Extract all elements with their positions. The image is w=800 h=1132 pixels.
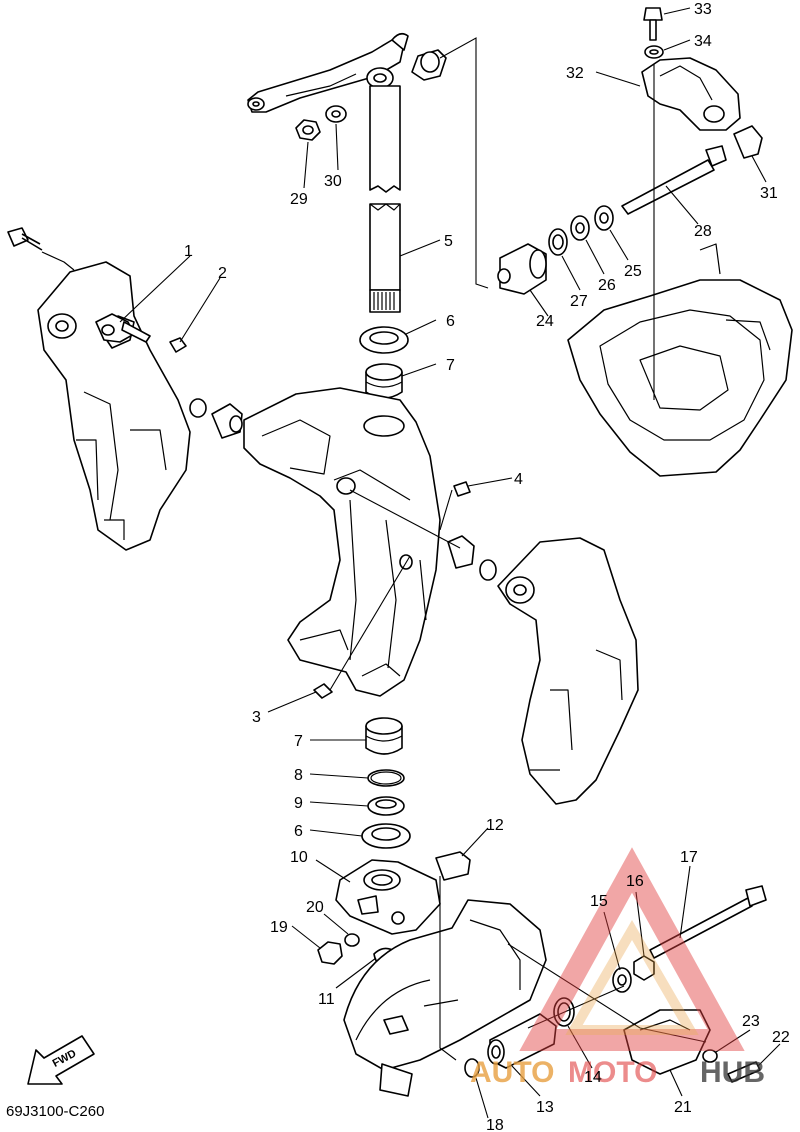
bolt-33: [643, 7, 663, 41]
callout-labels: 1 2 3 4 5 6 6 7 7 8 9 10 11 12 13 14 15 …: [184, 1, 790, 1132]
bushing-lower: [365, 717, 403, 755]
callout-21: 21: [674, 1099, 692, 1116]
grease-fitting: [189, 398, 243, 439]
swivel-bracket: [243, 387, 441, 697]
callout-5: 5: [444, 233, 453, 250]
callout-20: 20: [306, 899, 324, 916]
grease-fitting-right: [447, 535, 497, 581]
callout-30: 30: [324, 173, 342, 190]
callout-7: 7: [294, 733, 303, 750]
lower-mount-bracket: [335, 859, 441, 935]
washer-20: [344, 933, 360, 947]
watermark-logo: [519, 847, 745, 1051]
callout-29: 29: [290, 191, 308, 208]
nut-19: [317, 941, 343, 965]
washer: [325, 105, 347, 123]
callout-34: 34: [694, 33, 712, 50]
trim-sensor: [7, 227, 151, 343]
diagram-code: 69J3100-C260: [6, 1103, 104, 1120]
callout-12: 12: [486, 817, 504, 834]
bracket-21: [623, 1009, 711, 1075]
nut-23: [702, 1049, 718, 1063]
callout-28: 28: [694, 223, 712, 240]
clamp-bracket-right: [497, 537, 639, 805]
bushing-upper: [365, 363, 403, 399]
washer-34: [644, 45, 664, 59]
callout-14: 14: [584, 1069, 602, 1086]
callout-6: 6: [446, 313, 455, 330]
callout-6: 6: [294, 823, 303, 840]
nut: [295, 119, 321, 141]
callout-7: 7: [446, 357, 455, 374]
callout-4: 4: [514, 471, 523, 488]
callout-15: 15: [590, 893, 608, 910]
washer-18: [464, 1058, 480, 1078]
callout-1: 1: [184, 243, 193, 260]
callout-10: 10: [290, 849, 308, 866]
bushing-13: [487, 1013, 557, 1069]
screw-4: [453, 481, 471, 497]
callout-31: 31: [760, 185, 778, 202]
svg-text:HUB: HUB: [700, 1056, 765, 1089]
screw-3: [313, 683, 333, 699]
callout-3: 3: [252, 709, 261, 726]
steering-arm: [247, 32, 447, 113]
o-ring: [367, 769, 405, 787]
engine-mount: [567, 243, 793, 477]
screw: [169, 337, 187, 353]
callout-19: 19: [270, 919, 288, 936]
bolt-17: [649, 885, 767, 959]
callout-33: 33: [694, 1, 712, 18]
tilt-pin-bracket: [641, 57, 741, 131]
callout-2: 2: [218, 265, 227, 282]
callout-13: 13: [536, 1099, 554, 1116]
callout-8: 8: [294, 767, 303, 784]
callout-11: 11: [318, 991, 335, 1008]
steering-shaft: [369, 85, 401, 313]
callout-16: 16: [626, 873, 644, 890]
washer-25: [594, 205, 614, 231]
tilt-shaft: [621, 145, 727, 215]
callout-27: 27: [570, 293, 588, 310]
callout-26: 26: [598, 277, 616, 294]
callout-23: 23: [742, 1013, 760, 1030]
collar-31: [733, 125, 763, 159]
washer-26: [570, 215, 590, 241]
lower-casing: [343, 899, 547, 1097]
callout-18: 18: [486, 1117, 504, 1132]
watermark-text: AUTO MOTO HUB: [470, 1056, 765, 1089]
bolt-22: [727, 1061, 761, 1083]
washer-9: [367, 796, 405, 816]
clip-12: [435, 851, 471, 881]
leader-lines: [119, 7, 781, 1119]
thrust-washer-lower: [361, 823, 411, 849]
callout-25: 25: [624, 263, 642, 280]
clamp-bracket-left: [37, 261, 191, 551]
svg-text:MOTO: MOTO: [568, 1056, 657, 1089]
washer-27: [548, 228, 568, 256]
bushing-24: [497, 243, 547, 295]
callout-24: 24: [536, 313, 554, 330]
callout-17: 17: [680, 849, 698, 866]
thrust-washer-upper: [359, 326, 409, 354]
fwd-arrow: FWD: [27, 1035, 95, 1085]
svg-text:AUTO: AUTO: [470, 1056, 554, 1089]
callout-32: 32: [566, 65, 584, 82]
callout-9: 9: [294, 795, 303, 812]
callout-22: 22: [772, 1029, 790, 1046]
washer-15: [612, 967, 632, 993]
